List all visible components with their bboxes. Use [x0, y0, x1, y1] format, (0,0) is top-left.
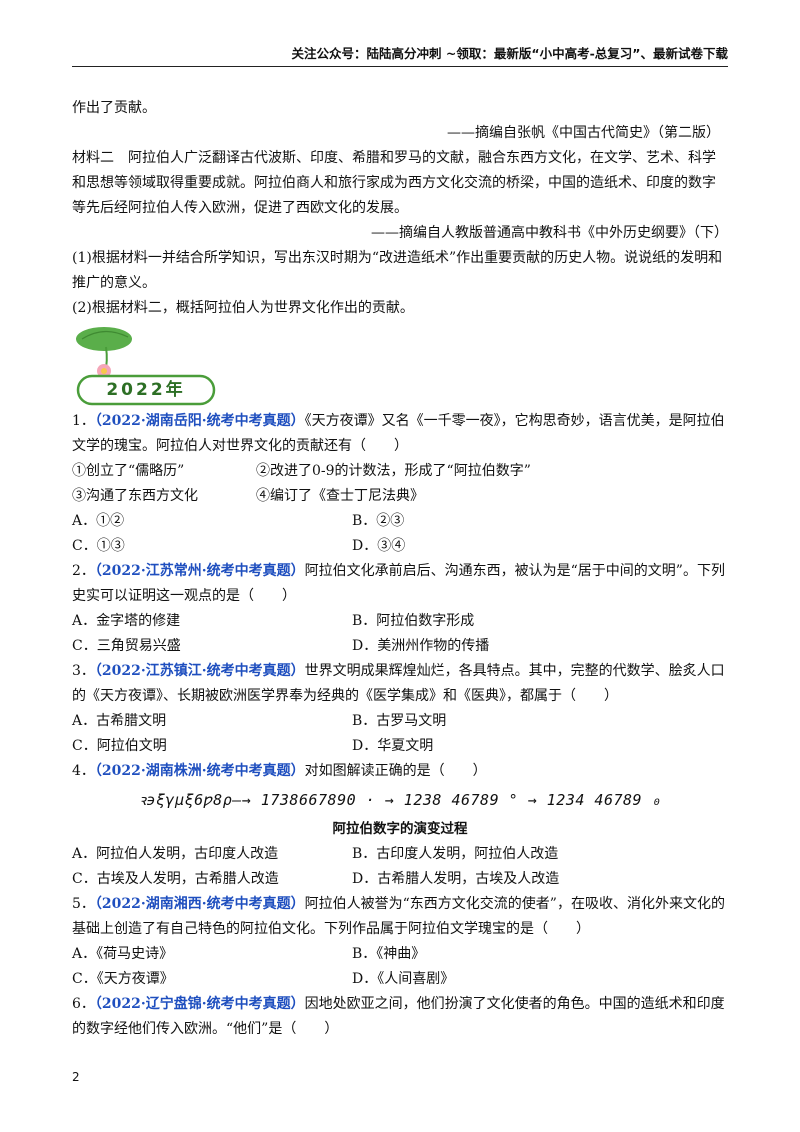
option-c[interactable]: C．《天方夜谭》	[72, 971, 174, 987]
intro-line: 作出了贡献。	[72, 100, 156, 116]
option-d[interactable]: D．美洲州作物的传播	[352, 638, 490, 654]
question-6: 6．（2022·辽宁盘锦·统考中考真题）因地处欧亚之间，他们扮演了文化使者的角色…	[72, 992, 728, 1042]
question-1-items: ③沟通了东西方文化 ④编订了《查士丁尼法典》	[72, 484, 728, 509]
option-c[interactable]: C．①③	[72, 538, 125, 554]
option-row: C．三角贸易兴盛 D．美洲州作物的传播	[72, 634, 728, 659]
option-a[interactable]: A．阿拉伯人发明，古印度人改造	[72, 846, 279, 862]
year-section-badge: 2022年	[72, 321, 728, 409]
option-c[interactable]: C．三角贸易兴盛	[72, 638, 181, 654]
question-3: 3．（2022·江苏镇江·统考中考真题）世界文明成果辉煌灿烂，各具特点。其中，完…	[72, 659, 728, 709]
year-badge-label: 2022年	[106, 380, 186, 400]
question-number: 1．	[72, 413, 95, 429]
question-number: 4．	[72, 763, 95, 779]
option-b[interactable]: B．②③	[352, 513, 405, 529]
option-d[interactable]: D．华夏文明	[352, 738, 434, 754]
option-a[interactable]: A．金字塔的修建	[72, 613, 181, 629]
document-body: 作出了贡献。 ——摘编自张帆《中国古代简史》（第二版） 材料二 阿拉伯人广泛翻译…	[72, 96, 728, 1042]
question-stem: 对如图解读正确的是（ ）	[304, 763, 487, 779]
material-two: 材料二 阿拉伯人广泛翻译古代波斯、印度、希腊和罗马的文献，融合东西方文化，在文学…	[72, 150, 716, 216]
question-source: （2022·江苏常州·统考中考真题）	[94, 563, 305, 579]
option-row: C．①③ D．③④	[72, 534, 728, 559]
sub-question-2: (2)根据材料二，概括阿拉伯人为世界文化作出的贡献。	[72, 300, 414, 316]
option-c[interactable]: C．阿拉伯文明	[72, 738, 167, 754]
option-b[interactable]: B．《神曲》	[352, 946, 426, 962]
question-number: 6．	[72, 996, 95, 1012]
option-a[interactable]: A．《荷马史诗》	[72, 946, 174, 962]
numeral-evolution-figure: ꝛ϶ξγμξ6ƿ8ρ—→ 1738667890 · → 1238 46789 °…	[72, 784, 728, 816]
numeral-evolution-image: ꝛ϶ξγμξ6ƿ8ρ—→ 1738667890 · → 1238 46789 °…	[138, 791, 662, 809]
question-source: （2022·湖南株洲·统考中考真题）	[94, 763, 305, 779]
option-row: A．《荷马史诗》 B．《神曲》	[72, 942, 728, 967]
option-b[interactable]: B．古印度人发明，阿拉伯人改造	[352, 846, 559, 862]
option-row: C．《天方夜谭》 D．《人间喜剧》	[72, 967, 728, 992]
question-source: （2022·湖南湘西·统考中考真题）	[94, 896, 305, 912]
option-d[interactable]: D．③④	[352, 538, 406, 554]
question-number: 2．	[72, 563, 95, 579]
option-row: C．阿拉伯文明 D．华夏文明	[72, 734, 728, 759]
option-b[interactable]: B．阿拉伯数字形成	[352, 613, 475, 629]
question-source: （2022·湖南岳阳·统考中考真题）	[94, 413, 305, 429]
page-number: 2	[72, 1070, 80, 1084]
list-item: ①创立了“儒略历”	[72, 463, 185, 479]
material-source: ——摘编自人教版普通高中教科书《中外历史纲要》（下）	[371, 225, 728, 241]
question-source: （2022·辽宁盘锦·统考中考真题）	[94, 996, 305, 1012]
question-number: 5．	[72, 896, 95, 912]
question-stem: 世界文明成果辉煌灿烂，各具特点。其中，完整的代数学、脍炙人口的《天方夜谭》、长期…	[72, 663, 725, 704]
question-1: 1．（2022·湖南岳阳·统考中考真题）《天方夜谭》又名《一千零一夜》，它构思奇…	[72, 409, 728, 459]
option-c[interactable]: C．古埃及人发明，古希腊人改造	[72, 871, 279, 887]
question-4: 4．（2022·湖南株洲·统考中考真题）对如图解读正确的是（ ）	[72, 759, 728, 784]
option-row: A．古希腊文明 B．古罗马文明	[72, 709, 728, 734]
question-stem: 因地处欧亚之间，他们扮演了文化使者的角色。中国的造纸术和印度的数字经他们传入欧洲…	[72, 996, 725, 1037]
sub-question-1: (1)根据材料一并结合所学知识，写出东汉时期为“改进造纸术”作出重要贡献的历史人…	[72, 250, 723, 291]
question-stem: 阿拉伯人被誉为“东西方文化交流的使者”，在吸收、消化外来文化的基础上创造了有自己…	[72, 896, 725, 937]
option-row: A．阿拉伯人发明，古印度人改造 B．古印度人发明，阿拉伯人改造	[72, 842, 728, 867]
lotus-decoration-icon	[76, 327, 216, 406]
list-item: ④编订了《查士丁尼法典》	[256, 488, 424, 504]
option-d[interactable]: D．《人间喜剧》	[352, 971, 455, 987]
option-a[interactable]: A．古希腊文明	[72, 713, 167, 729]
figure-caption: 阿拉伯数字的演变过程	[332, 821, 468, 837]
list-item: ②改进了0-9的计数法，形成了“阿拉伯数字”	[256, 463, 531, 479]
question-stem: 阿拉伯文化承前启后、沟通东西，被认为是“居于中间的文明”。下列史实可以证明这一观…	[72, 563, 725, 604]
page-header: 关注公众号：陆陆高分冲刺 ~领取：最新版“小中高考-总复习”、最新试卷下载	[72, 44, 728, 67]
option-d[interactable]: D．古希腊人发明，古埃及人改造	[352, 871, 560, 887]
option-a[interactable]: A．①②	[72, 513, 125, 529]
question-source: （2022·江苏镇江·统考中考真题）	[94, 663, 305, 679]
question-1-items: ①创立了“儒略历” ②改进了0-9的计数法，形成了“阿拉伯数字”	[72, 459, 728, 484]
option-row: A．金字塔的修建 B．阿拉伯数字形成	[72, 609, 728, 634]
question-number: 3．	[72, 663, 95, 679]
question-5: 5．（2022·湖南湘西·统考中考真题）阿拉伯人被誉为“东西方文化交流的使者”，…	[72, 892, 728, 942]
option-b[interactable]: B．古罗马文明	[352, 713, 447, 729]
list-item: ③沟通了东西方文化	[72, 488, 198, 504]
material-source: ——摘编自张帆《中国古代简史》（第二版）	[447, 125, 720, 141]
option-row: C．古埃及人发明，古希腊人改造 D．古希腊人发明，古埃及人改造	[72, 867, 728, 892]
question-stem: 《天方夜谭》又名《一千零一夜》，它构思奇妙，语言优美，是阿拉伯文学的瑰宝。阿拉伯…	[72, 413, 725, 454]
option-row: A．①② B．②③	[72, 509, 728, 534]
question-2: 2．（2022·江苏常州·统考中考真题）阿拉伯文化承前启后、沟通东西，被认为是“…	[72, 559, 728, 609]
